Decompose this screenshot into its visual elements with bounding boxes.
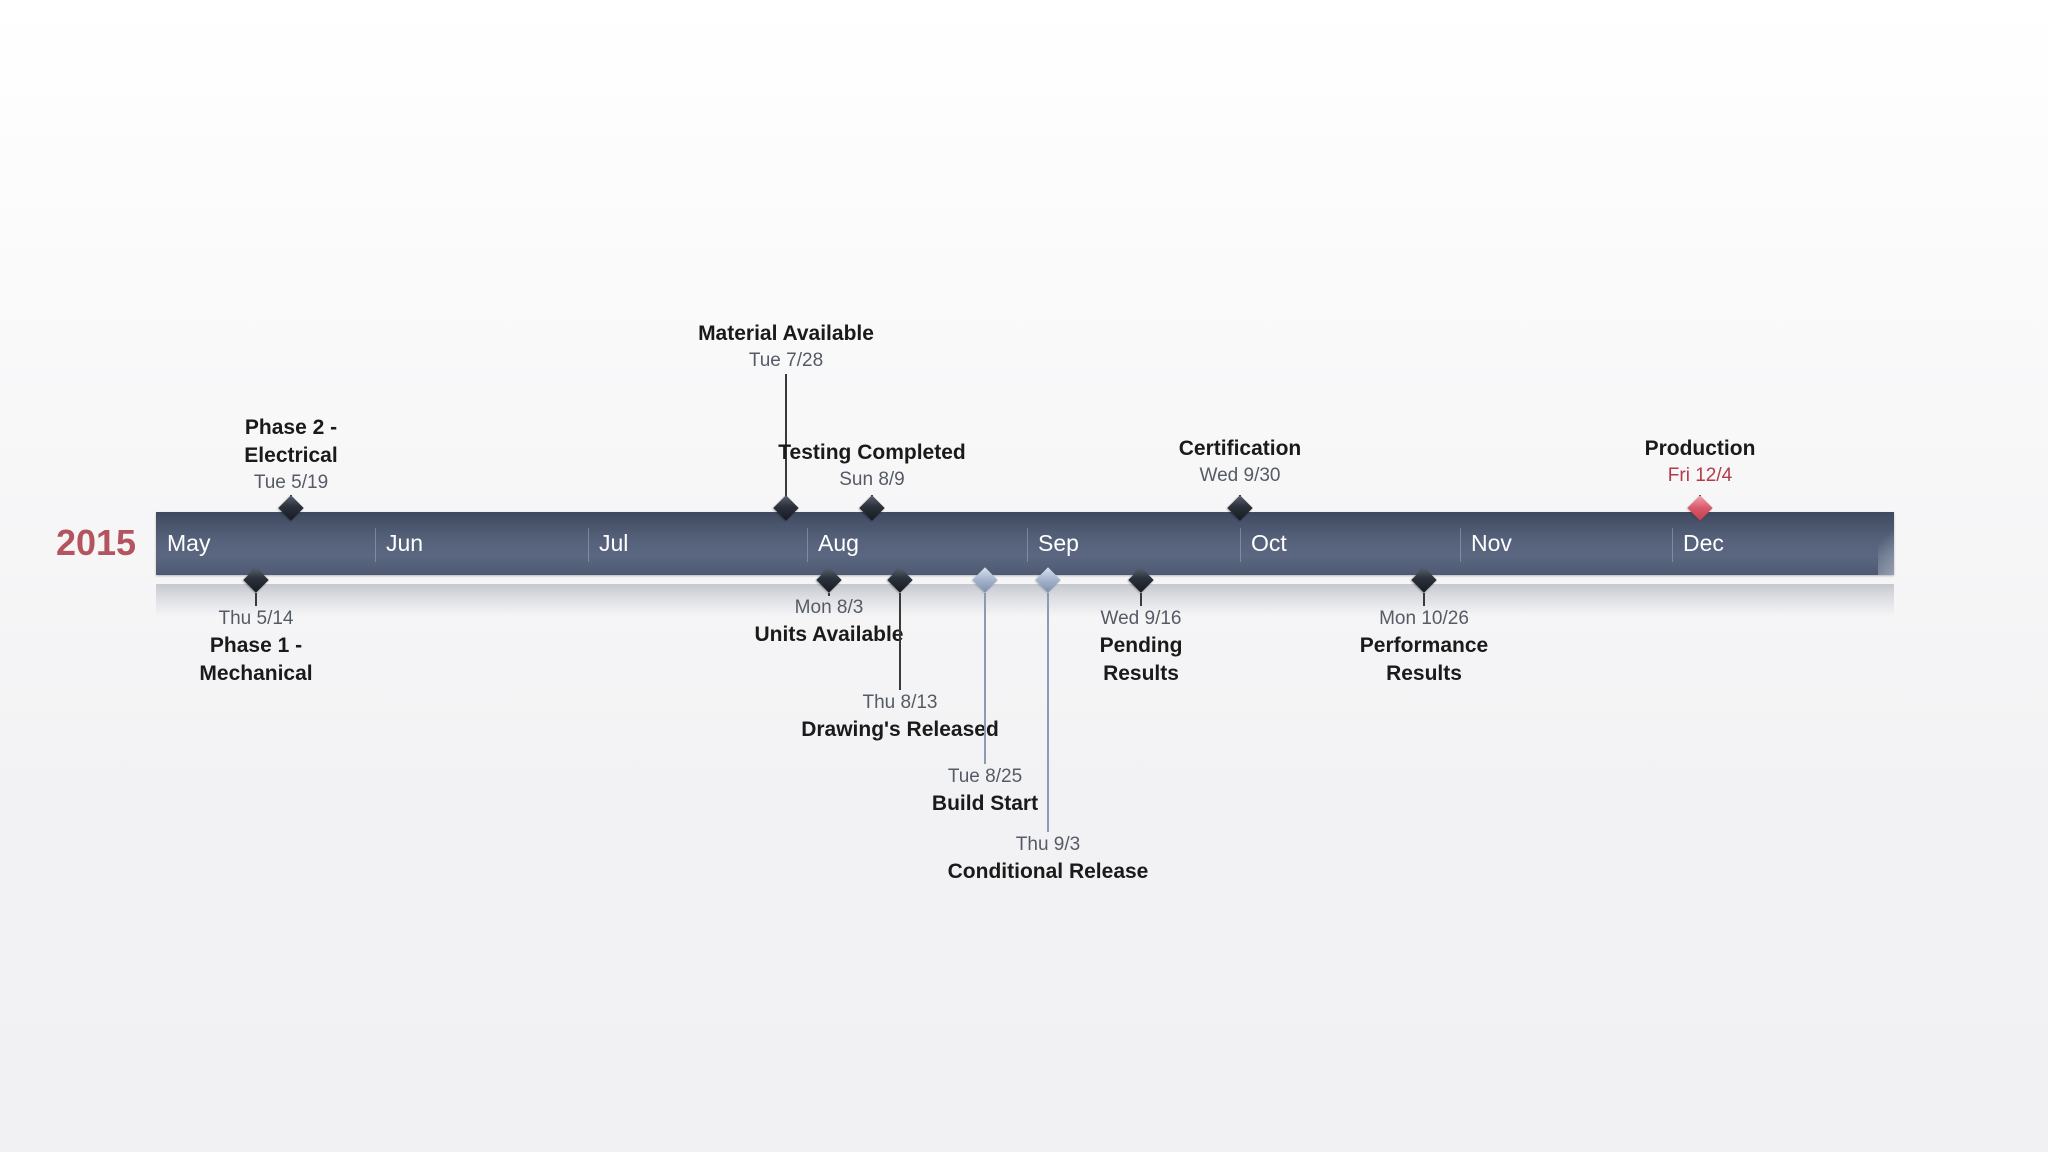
milestone-date: Mon 8/3 bbox=[794, 597, 864, 618]
year-label: 2015 bbox=[55, 522, 137, 563]
milestone-title-line: Material Available bbox=[698, 322, 874, 345]
month-label-jul: Jul bbox=[599, 530, 629, 556]
milestone-date: Tue 5/19 bbox=[253, 472, 329, 493]
milestone-title: Testing Completed bbox=[752, 439, 992, 467]
milestone-title-line: Production bbox=[1644, 437, 1756, 460]
month-label-nov: Nov bbox=[1471, 530, 1512, 556]
milestone-title: Material Available bbox=[666, 320, 906, 348]
milestone-title-line: Mechanical bbox=[199, 662, 313, 685]
milestone-title-line: Testing Completed bbox=[778, 441, 966, 464]
milestone-title-line: Phase 1 - bbox=[209, 634, 303, 657]
month-label-jun: Jun bbox=[386, 530, 424, 556]
milestone-date: Wed 9/16 bbox=[1100, 608, 1182, 629]
month-divider bbox=[1460, 528, 1461, 562]
connector-conditional-release bbox=[1047, 593, 1049, 832]
milestone-title: Phase 2 - Electrical bbox=[171, 414, 411, 470]
month-divider bbox=[1240, 528, 1241, 562]
milestone-title-line: Pending bbox=[1099, 634, 1183, 657]
month-divider bbox=[807, 528, 808, 562]
milestone-date: Tue 8/25 bbox=[947, 766, 1023, 787]
milestone-date: Tue 7/28 bbox=[748, 350, 824, 371]
milestone-title: Phase 1 - Mechanical bbox=[136, 632, 376, 688]
timeline-bar bbox=[156, 512, 1894, 575]
month-divider bbox=[1027, 528, 1028, 562]
month-divider bbox=[1672, 528, 1673, 562]
milestone-date: Thu 9/3 bbox=[1015, 834, 1081, 855]
connector-phase-1-mechanical bbox=[255, 593, 257, 606]
milestone-title: Drawing's Released bbox=[780, 716, 1020, 744]
milestone-date: Wed 9/30 bbox=[1199, 465, 1281, 486]
connector-build-start bbox=[984, 593, 986, 764]
milestone-title-line: Results bbox=[1386, 662, 1462, 685]
milestone-title: Units Available bbox=[709, 621, 949, 649]
month-label-aug: Aug bbox=[818, 530, 859, 556]
milestone-title: Production bbox=[1580, 435, 1820, 463]
milestone-title-line: Conditional Release bbox=[947, 860, 1149, 883]
connector-pending-results bbox=[1140, 593, 1142, 606]
milestone-title-line: Phase 2 - bbox=[244, 416, 338, 439]
milestone-date: Sun 8/9 bbox=[839, 469, 905, 490]
milestone-date: Mon 10/26 bbox=[1379, 608, 1469, 629]
month-divider bbox=[375, 528, 376, 562]
milestone-title: Conditional Release bbox=[928, 858, 1168, 886]
month-divider bbox=[588, 528, 589, 562]
milestone-date: Thu 8/13 bbox=[862, 692, 938, 713]
milestone-title-line: Certification bbox=[1178, 437, 1302, 460]
month-label-sep: Sep bbox=[1038, 530, 1079, 556]
milestone-date: Thu 5/14 bbox=[218, 608, 294, 629]
connector-material-available bbox=[785, 374, 787, 508]
milestone-title-line: Units Available bbox=[754, 623, 904, 646]
milestone-date: Fri 12/4 bbox=[1667, 465, 1733, 486]
milestone-title: Certification bbox=[1120, 435, 1360, 463]
connector-units-available bbox=[828, 593, 830, 596]
milestone-title: Build Start bbox=[865, 790, 1105, 818]
timeline-bar-reflection bbox=[156, 584, 1894, 616]
milestone-title-line: Performance bbox=[1359, 634, 1489, 657]
month-label-dec: Dec bbox=[1683, 530, 1724, 556]
timeline-bar-end-cap bbox=[1878, 512, 1894, 575]
connector-drawings-released bbox=[899, 593, 901, 690]
milestone-title-line: Electrical bbox=[244, 444, 338, 467]
milestone-title-line: Results bbox=[1103, 662, 1179, 685]
connector-performance-results bbox=[1423, 593, 1425, 606]
month-label-oct: Oct bbox=[1251, 530, 1287, 556]
month-label-may: May bbox=[167, 530, 211, 556]
milestone-title-line: Build Start bbox=[931, 792, 1039, 815]
milestone-title-line: Drawing's Released bbox=[801, 718, 999, 741]
